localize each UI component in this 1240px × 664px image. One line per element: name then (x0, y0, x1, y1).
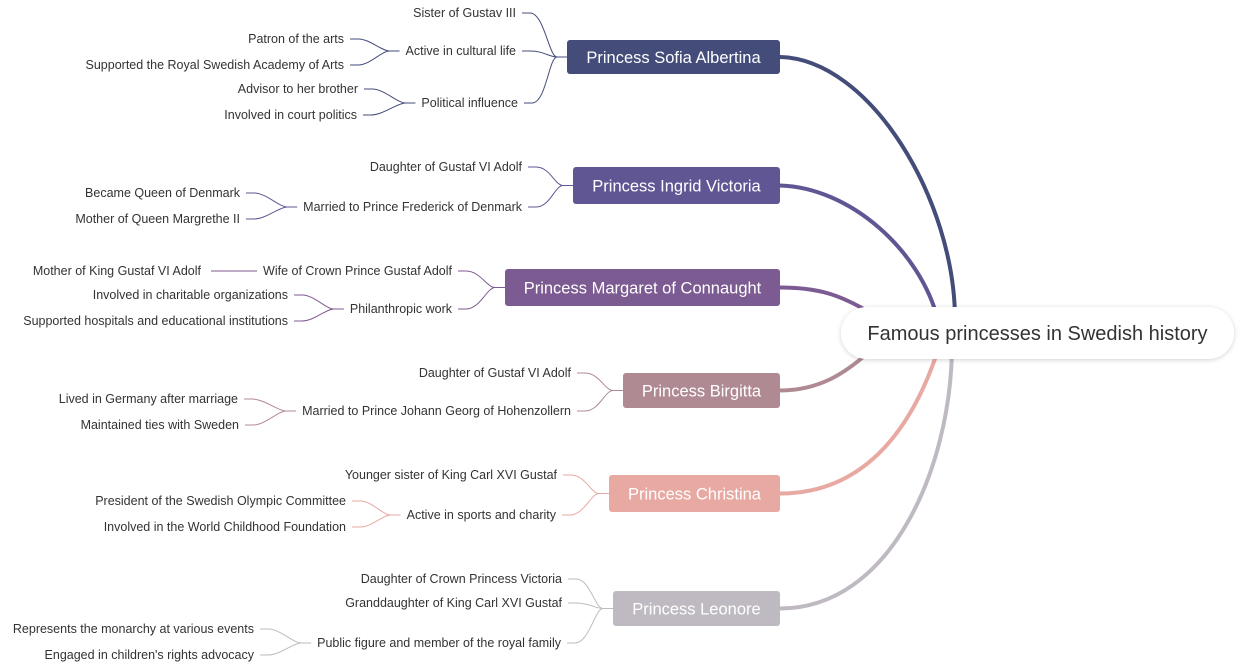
child-connector (458, 287, 496, 310)
child-connector (522, 50, 558, 58)
node-layer: Famous princesses in Swedish historyPrin… (13, 6, 1234, 662)
grandchild-connector (294, 308, 334, 322)
branch-node-label: Princess Sofia Albertina (586, 49, 761, 67)
child-node-label[interactable]: Political influence (421, 96, 518, 110)
branch-node-box (573, 167, 780, 204)
root-node-label: Famous princesses in Swedish history (867, 323, 1207, 345)
child-node-label[interactable]: Daughter of Gustaf VI Adolf (370, 160, 523, 174)
grandchild-node-label[interactable]: Mother of King Gustaf VI Adolf (33, 264, 202, 278)
grandchild-node-label[interactable]: Supported hospitals and educational inst… (23, 314, 288, 328)
root-node-box (841, 307, 1234, 359)
branch-node[interactable]: Princess Christina (609, 475, 780, 512)
child-connector (524, 56, 558, 104)
grandchild-connector (246, 192, 288, 208)
grandchild-connector (364, 88, 406, 104)
grandchild-connector (352, 500, 391, 516)
branch-node[interactable]: Princess Sofia Albertina (567, 40, 780, 74)
child-connector (528, 185, 564, 208)
branch-node-label: Princess Leonore (632, 601, 760, 619)
branch-connector (778, 356, 864, 393)
grandchild-node-label[interactable]: Mother of Queen Margrethe II (75, 212, 240, 226)
child-node-label[interactable]: Younger sister of King Carl XVI Gustaf (345, 468, 558, 482)
child-connector (562, 493, 600, 516)
connector-layer (211, 12, 957, 656)
branch-node-label: Princess Margaret of Connaught (524, 280, 762, 298)
grandchild-node-label[interactable]: Involved in the World Childhood Foundati… (104, 520, 346, 534)
branch-connector (778, 285, 864, 310)
branch-node-label: Princess Birgitta (642, 383, 762, 401)
grandchild-connector (350, 38, 390, 52)
child-connector (568, 578, 604, 609)
branch-connector (778, 348, 940, 496)
branch-node-box (623, 373, 780, 408)
child-node-label[interactable]: Sister of Gustav III (413, 6, 516, 20)
grandchild-connector (245, 410, 287, 426)
grandchild-node-label[interactable]: Lived in Germany after marriage (59, 392, 238, 406)
branch-node-label: Princess Christina (628, 486, 762, 504)
child-node-label[interactable]: Philanthropic work (350, 302, 453, 316)
root-node[interactable]: Famous princesses in Swedish history (841, 307, 1234, 359)
branch-connector (778, 55, 957, 322)
child-node-label[interactable]: Active in sports and charity (407, 508, 557, 522)
grandchild-node-label[interactable]: Involved in charitable organizations (93, 288, 288, 302)
child-connector (522, 12, 558, 58)
branch-node[interactable]: Princess Birgitta (623, 373, 780, 408)
branch-node-label: Princess Ingrid Victoria (592, 178, 761, 196)
grandchild-connector (244, 398, 287, 412)
child-node-label[interactable]: Wife of Crown Prince Gustaf Adolf (263, 264, 452, 278)
child-connector (567, 608, 604, 644)
child-node-label[interactable]: Granddaughter of King Carl XVI Gustaf (345, 596, 562, 610)
child-node-label[interactable]: Active in cultural life (406, 44, 517, 58)
child-connector (577, 372, 614, 391)
child-connector (577, 390, 614, 412)
grandchild-connector (363, 102, 406, 116)
grandchild-node-label[interactable]: Patron of the arts (248, 32, 344, 46)
grandchild-node-label[interactable]: Maintained ties with Sweden (81, 418, 239, 432)
child-connector (568, 602, 604, 609)
branch-node-box (567, 40, 780, 74)
grandchild-node-label[interactable]: Represents the monarchy at various event… (13, 622, 254, 636)
branch-connector (778, 183, 940, 322)
child-node-label[interactable]: Daughter of Gustaf VI Adolf (419, 366, 572, 380)
child-node-label[interactable]: Married to Prince Johann Georg of Hohenz… (302, 404, 571, 418)
child-connector (458, 270, 496, 288)
grandchild-connector (350, 50, 390, 66)
child-node-label[interactable]: Married to Prince Frederick of Denmark (303, 200, 523, 214)
grandchild-node-label[interactable]: Involved in court politics (224, 108, 357, 122)
grandchild-connector (260, 628, 302, 644)
grandchild-node-label[interactable]: Engaged in children's rights advocacy (45, 648, 255, 662)
branch-node[interactable]: Princess Leonore (613, 591, 780, 626)
grandchild-node-label[interactable]: Advisor to her brother (238, 82, 358, 96)
grandchild-connector (294, 294, 334, 310)
grandchild-connector (260, 642, 302, 656)
child-connector (563, 474, 600, 494)
grandchild-node-label[interactable]: Became Queen of Denmark (85, 186, 241, 200)
branch-node-box (613, 591, 780, 626)
branch-node-box (505, 269, 780, 306)
grandchild-connector (352, 514, 391, 528)
branch-connector (778, 348, 954, 611)
branch-node-box (609, 475, 780, 512)
branch-node[interactable]: Princess Margaret of Connaught (505, 269, 780, 306)
grandchild-node-label[interactable]: President of the Swedish Olympic Committ… (95, 494, 346, 508)
child-node-label[interactable]: Daughter of Crown Princess Victoria (361, 572, 562, 586)
grandchild-node-label[interactable]: Supported the Royal Swedish Academy of A… (86, 58, 344, 72)
grandchild-connector (246, 206, 288, 220)
child-node-label[interactable]: Public figure and member of the royal fa… (317, 636, 562, 650)
branch-node[interactable]: Princess Ingrid Victoria (573, 167, 780, 204)
child-connector (528, 166, 564, 186)
